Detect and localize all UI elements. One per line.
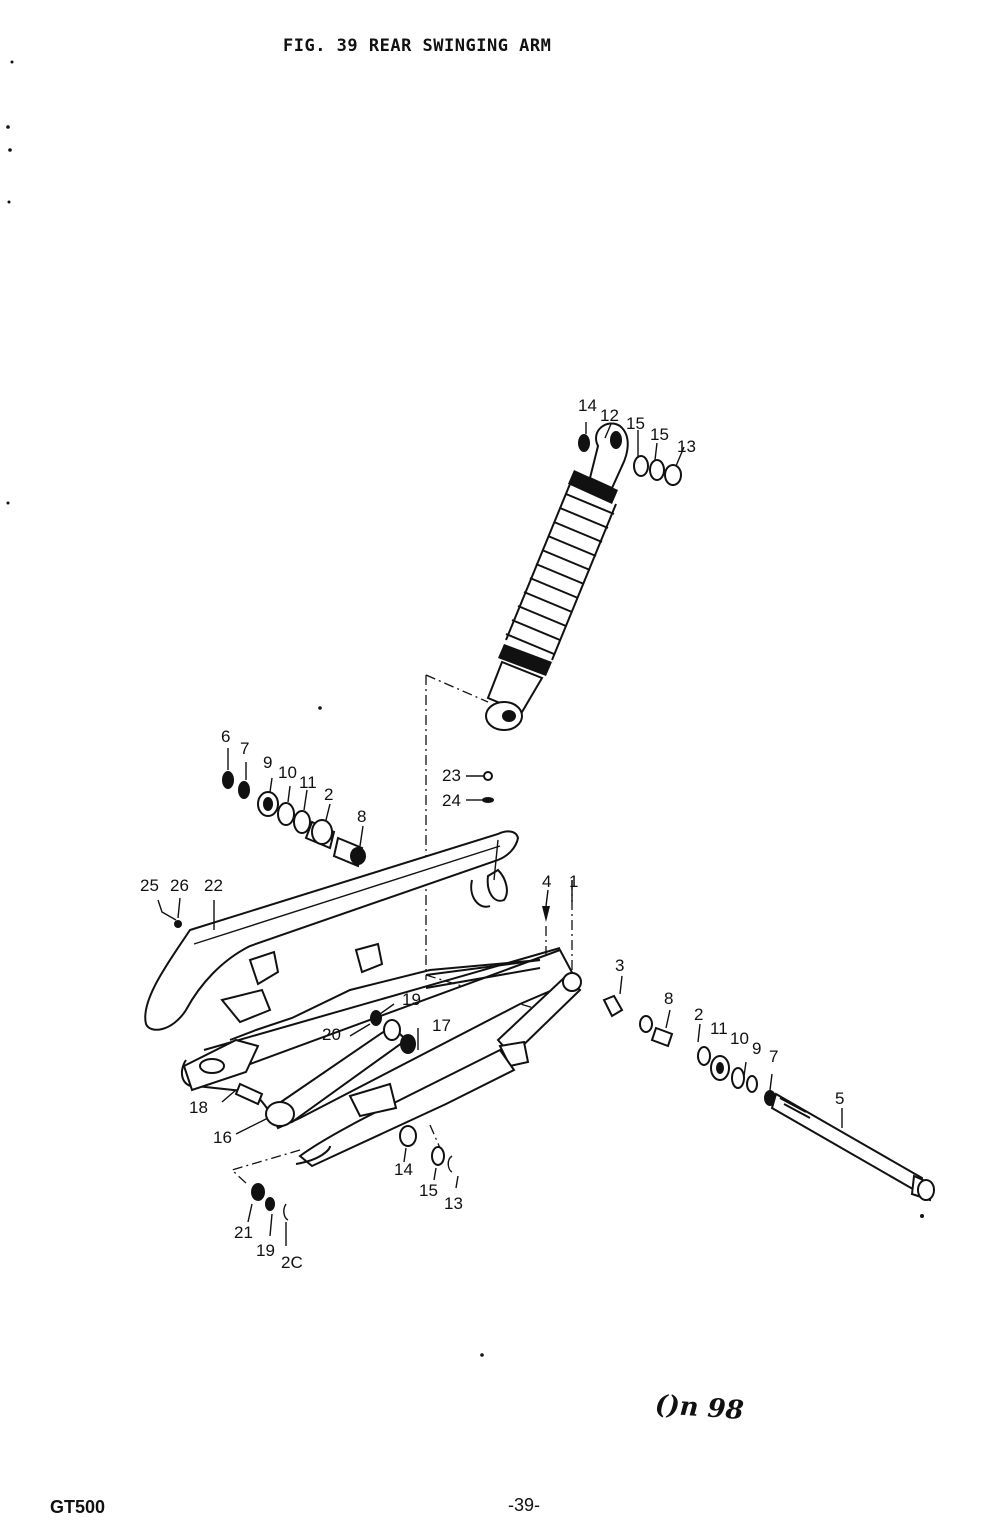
fasteners-23-24 [466, 771, 494, 803]
callout: 26 [170, 876, 189, 895]
callout: 15 [419, 1181, 438, 1200]
callout: 11 [299, 773, 317, 792]
callout: 13 [444, 1194, 463, 1213]
callout: 2 [694, 1005, 703, 1024]
callout: 22 [204, 876, 223, 895]
callout: 19 [256, 1241, 275, 1260]
callout: 14 [578, 396, 597, 415]
callout: 4 [542, 872, 551, 891]
page-number: -39- [508, 1495, 541, 1515]
callout: 13 [677, 437, 696, 456]
callout: 17 [432, 1016, 451, 1035]
callout: 25 [140, 876, 159, 895]
callout: 15 [626, 414, 645, 433]
callout: 11 [710, 1019, 728, 1038]
callout: 10 [278, 763, 297, 782]
right-pivot-hardware [602, 975, 935, 1202]
handwritten-note: ()n 98 [654, 1389, 745, 1427]
callout: 9 [752, 1039, 761, 1058]
callout: 1 [569, 872, 578, 891]
callout: 14 [394, 1160, 413, 1179]
lower-hardware [221, 1003, 459, 1246]
rear-shock-absorber [485, 422, 629, 731]
callout: 8 [664, 989, 673, 1008]
callout: 23 [442, 766, 461, 785]
callout: 16 [213, 1128, 232, 1147]
callout: 15 [650, 425, 669, 444]
callout: 10 [730, 1029, 749, 1048]
swing-arm [180, 879, 582, 1168]
callout: 3 [615, 956, 624, 975]
callout: 18 [189, 1098, 208, 1117]
callout-labels: 14 12 15 15 13 6 7 9 10 11 2 8 23 24 25 … [140, 396, 844, 1272]
model-code: GT500 [50, 1497, 106, 1517]
callout: 6 [221, 727, 230, 746]
figure-title: FIG. 39 REAR SWINGING ARM [283, 36, 552, 56]
fasteners-25-26 [157, 897, 215, 930]
scan-specks [6, 60, 924, 1357]
callout: 20 [322, 1025, 341, 1044]
callout: 7 [240, 739, 249, 758]
shock-top-hardware [578, 422, 685, 486]
callout: 21 [234, 1223, 253, 1242]
pivot-bolt-1-4 [542, 880, 573, 960]
callout: 19 [402, 990, 421, 1009]
callout: 8 [357, 807, 366, 826]
callout: 12 [600, 406, 619, 425]
callout: 24 [442, 791, 461, 810]
chain-case [144, 830, 520, 1031]
left-pivot-hardware [222, 748, 366, 868]
callout: 5 [835, 1089, 844, 1108]
callout: 7 [769, 1047, 778, 1066]
callout: 2 [324, 785, 333, 804]
callout: 2C [281, 1253, 303, 1272]
callout: 9 [263, 753, 272, 772]
